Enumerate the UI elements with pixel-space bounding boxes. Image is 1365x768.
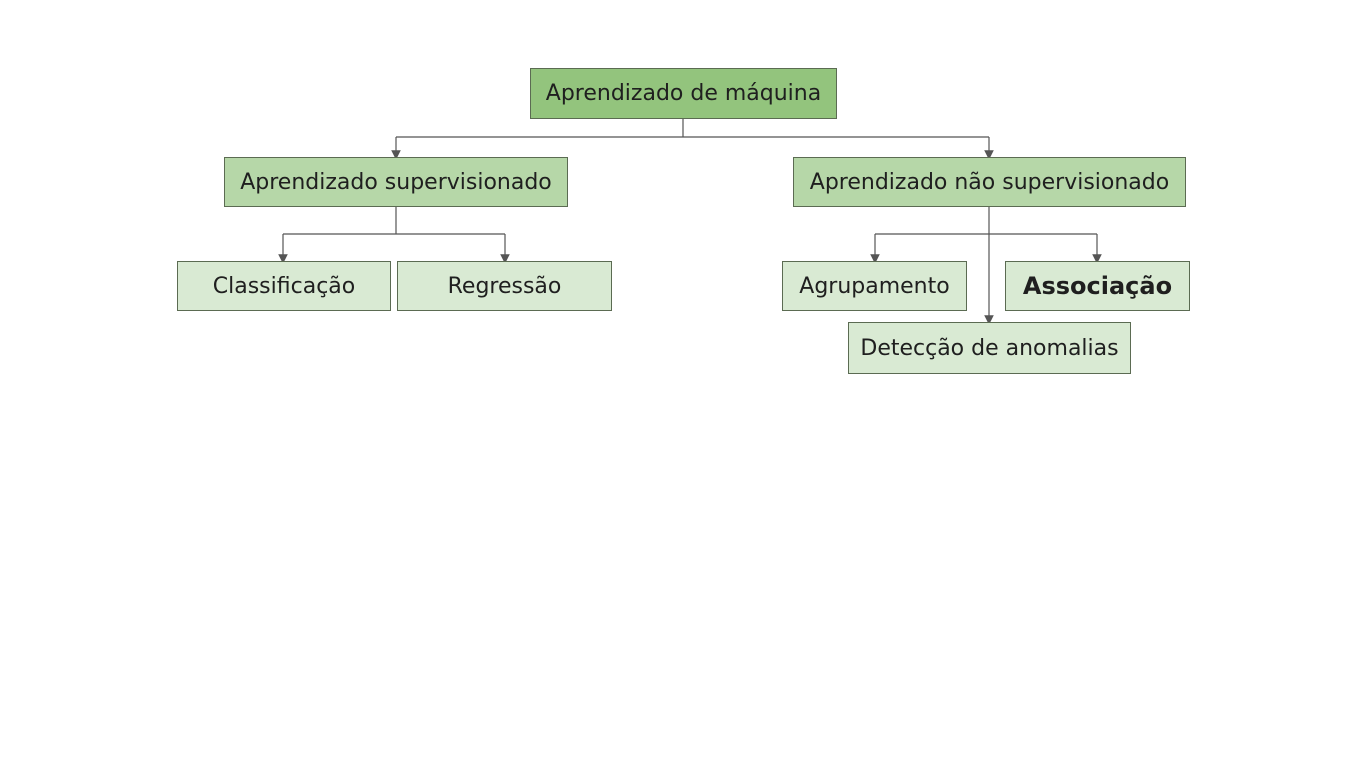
node-regressao: Regressão	[397, 261, 612, 311]
connector-supervised	[283, 207, 505, 235]
node-supervised: Aprendizado supervisionado	[224, 157, 568, 207]
node-root: Aprendizado de máquina	[530, 68, 837, 119]
node-associacao: Associação	[1005, 261, 1190, 311]
node-classificacao: Classificação	[177, 261, 391, 311]
connector-root	[396, 119, 989, 138]
node-agrupamento: Agrupamento	[782, 261, 967, 311]
node-deteccao-anomalias: Detecção de anomalias	[848, 322, 1131, 374]
node-unsupervised: Aprendizado não supervisionado	[793, 157, 1186, 207]
